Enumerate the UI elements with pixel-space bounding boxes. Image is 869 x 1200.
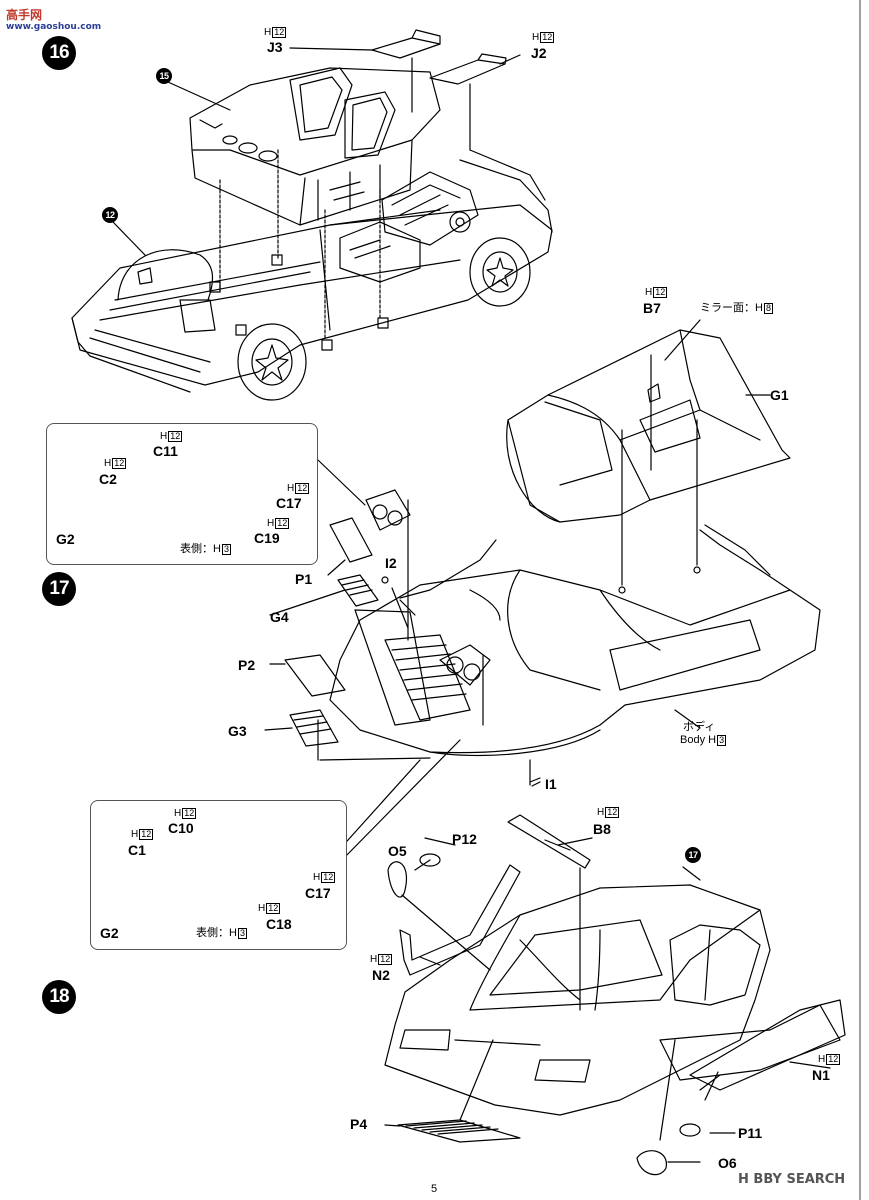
detail-inset-lower xyxy=(90,800,347,950)
step17-interior-shell xyxy=(264,319,821,863)
step-ref-15: 15 xyxy=(156,68,172,84)
part-label-o6: O6 xyxy=(718,1155,737,1171)
part-label-i2: I2 xyxy=(385,555,397,571)
part-label-j3: J3 xyxy=(267,39,283,55)
part-label-c17-upper: C17 xyxy=(276,495,302,511)
part-label-b8: B8 xyxy=(593,821,611,837)
part-label-g2-upper: G2 xyxy=(56,531,75,547)
part-label-c17-lower: C17 xyxy=(305,885,331,901)
step-number-18: 18 xyxy=(42,980,76,1014)
part-label-n1: N1 xyxy=(812,1067,830,1083)
part-label-b7: B7 xyxy=(643,300,661,316)
watermark-hobbysearch: H BBY SEARCH xyxy=(738,1172,846,1187)
part-label-p2: P2 xyxy=(238,657,256,673)
step-number-16: 16 xyxy=(42,36,76,70)
part-label-n2: N2 xyxy=(372,967,390,983)
part-label-c11: C11 xyxy=(153,443,178,459)
part-label-p1: P1 xyxy=(295,571,313,587)
part-label-c18: C18 xyxy=(266,916,292,932)
step-ref-12: 12 xyxy=(102,207,118,223)
step-number-17: 17 xyxy=(42,572,76,606)
watermark-url: www.gaoshou.com xyxy=(6,22,102,32)
part-label-p11: P11 xyxy=(738,1125,763,1141)
part-label-g3: G3 xyxy=(228,723,247,739)
part-label-i1: I1 xyxy=(545,776,557,792)
part-label-p12: P12 xyxy=(452,831,477,847)
part-label-c10: C10 xyxy=(168,820,194,836)
step-ref-17: 17 xyxy=(685,847,701,863)
part-label-g2-lower: G2 xyxy=(100,925,119,941)
detail-inset-upper xyxy=(46,423,318,565)
part-label-j2: J2 xyxy=(531,45,547,61)
note-body-jp: ボディ xyxy=(683,721,716,733)
part-label-o5: O5 xyxy=(388,843,407,859)
page-number: 5 xyxy=(431,1183,438,1195)
watermark-logo: 高手网 xyxy=(6,8,43,22)
part-label-p4: P4 xyxy=(350,1116,368,1132)
part-label-g1: G1 xyxy=(770,387,789,403)
step18-car-body xyxy=(384,814,846,1176)
part-label-c2: C2 xyxy=(99,471,117,487)
step16-chassis xyxy=(71,29,553,401)
part-label-c19: C19 xyxy=(254,530,280,546)
part-label-g4: G4 xyxy=(270,609,289,625)
part-label-c1: C1 xyxy=(128,842,146,858)
